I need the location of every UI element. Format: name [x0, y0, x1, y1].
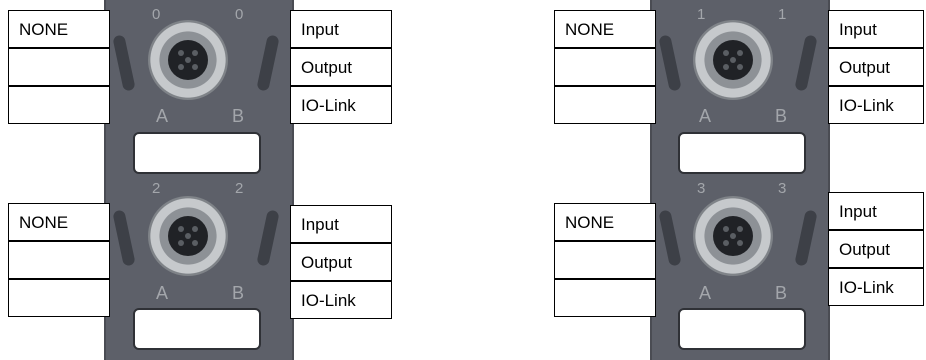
label-slot — [133, 132, 261, 174]
port-3-config-blank[interactable] — [554, 279, 656, 317]
channel-b-label: B — [232, 283, 245, 303]
port-number-label: 1 — [697, 6, 706, 23]
port-2-config-blank[interactable] — [8, 279, 110, 317]
port-1-mode-output[interactable]: Output — [828, 48, 924, 86]
label-slot — [678, 132, 806, 174]
port-2-config-blank[interactable] — [8, 241, 110, 279]
port-number-label: 2 — [152, 180, 161, 197]
channel-a-label: A — [699, 106, 712, 126]
port-1-mode-input[interactable]: Input — [828, 10, 924, 48]
port-number-label: 0 — [152, 6, 161, 23]
port-2-mode-io-link[interactable]: IO-Link — [290, 281, 392, 319]
port-3-config-blank[interactable] — [554, 241, 656, 279]
port-number-label: 3 — [697, 180, 706, 197]
port-1-mode-io-link[interactable]: IO-Link — [828, 86, 924, 124]
port-number-label: 1 — [778, 6, 787, 23]
channel-a-label: A — [156, 106, 169, 126]
port-3-mode-output[interactable]: Output — [828, 230, 924, 268]
port-0-config-blank[interactable] — [8, 48, 110, 86]
label-slot — [678, 308, 806, 350]
channel-b-label: B — [775, 283, 788, 303]
port-3-mode-input[interactable]: Input — [828, 192, 924, 230]
port-number-label: 3 — [778, 180, 787, 197]
port-0-mode-input[interactable]: Input — [290, 10, 392, 48]
channel-b-label: B — [775, 106, 788, 126]
port-1-config-blank[interactable] — [554, 86, 656, 124]
m12-connector-port-3[interactable] — [693, 196, 773, 276]
port-0-config-blank[interactable] — [8, 86, 110, 124]
port-3-config-none[interactable]: NONE — [554, 203, 656, 241]
port-1-config-blank[interactable] — [554, 48, 656, 86]
channel-b-label: B — [232, 106, 245, 126]
m12-connector-port-0[interactable] — [148, 20, 228, 100]
port-number-label: 0 — [235, 6, 244, 23]
port-3-mode-io-link[interactable]: IO-Link — [828, 268, 924, 306]
port-0-config-none[interactable]: NONE — [8, 10, 110, 48]
port-2-mode-output[interactable]: Output — [290, 243, 392, 281]
m12-connector-port-1[interactable] — [693, 20, 773, 100]
port-number-label: 2 — [235, 180, 244, 197]
label-slot — [133, 308, 261, 350]
port-0-mode-output[interactable]: Output — [290, 48, 392, 86]
port-1-config-none[interactable]: NONE — [554, 10, 656, 48]
port-2-mode-input[interactable]: Input — [290, 205, 392, 243]
port-2-config-none[interactable]: NONE — [8, 203, 110, 241]
channel-a-label: A — [156, 283, 169, 303]
channel-a-label: A — [699, 283, 712, 303]
port-0-mode-io-link[interactable]: IO-Link — [290, 86, 392, 124]
m12-connector-port-2[interactable] — [148, 196, 228, 276]
